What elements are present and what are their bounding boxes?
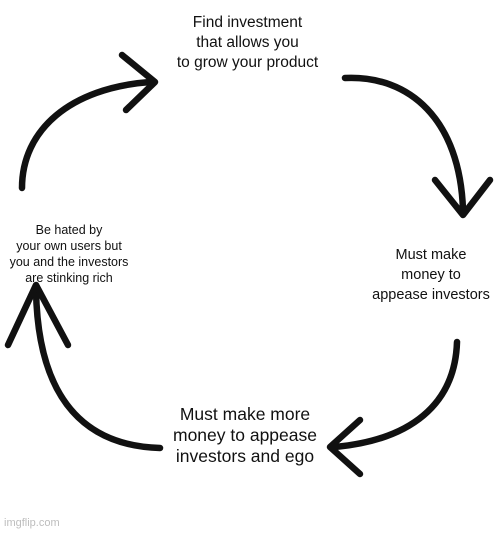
step-left-label: Be hated by your own users but you and t…: [9, 223, 129, 285]
step-bottom-label: Must make more money to appease investor…: [173, 404, 317, 466]
step-top-label: Find investment that allows you to grow …: [176, 14, 319, 71]
arrow-top-to-right: [341, 74, 494, 219]
arrow-left-to-top: [18, 51, 159, 192]
arrow-right-to-bottom: [326, 338, 461, 478]
arrow-bottom-to-left: [4, 281, 164, 452]
watermark: imgflip.com: [4, 517, 60, 529]
step-right-label: Must make money to appease investors: [372, 247, 490, 303]
